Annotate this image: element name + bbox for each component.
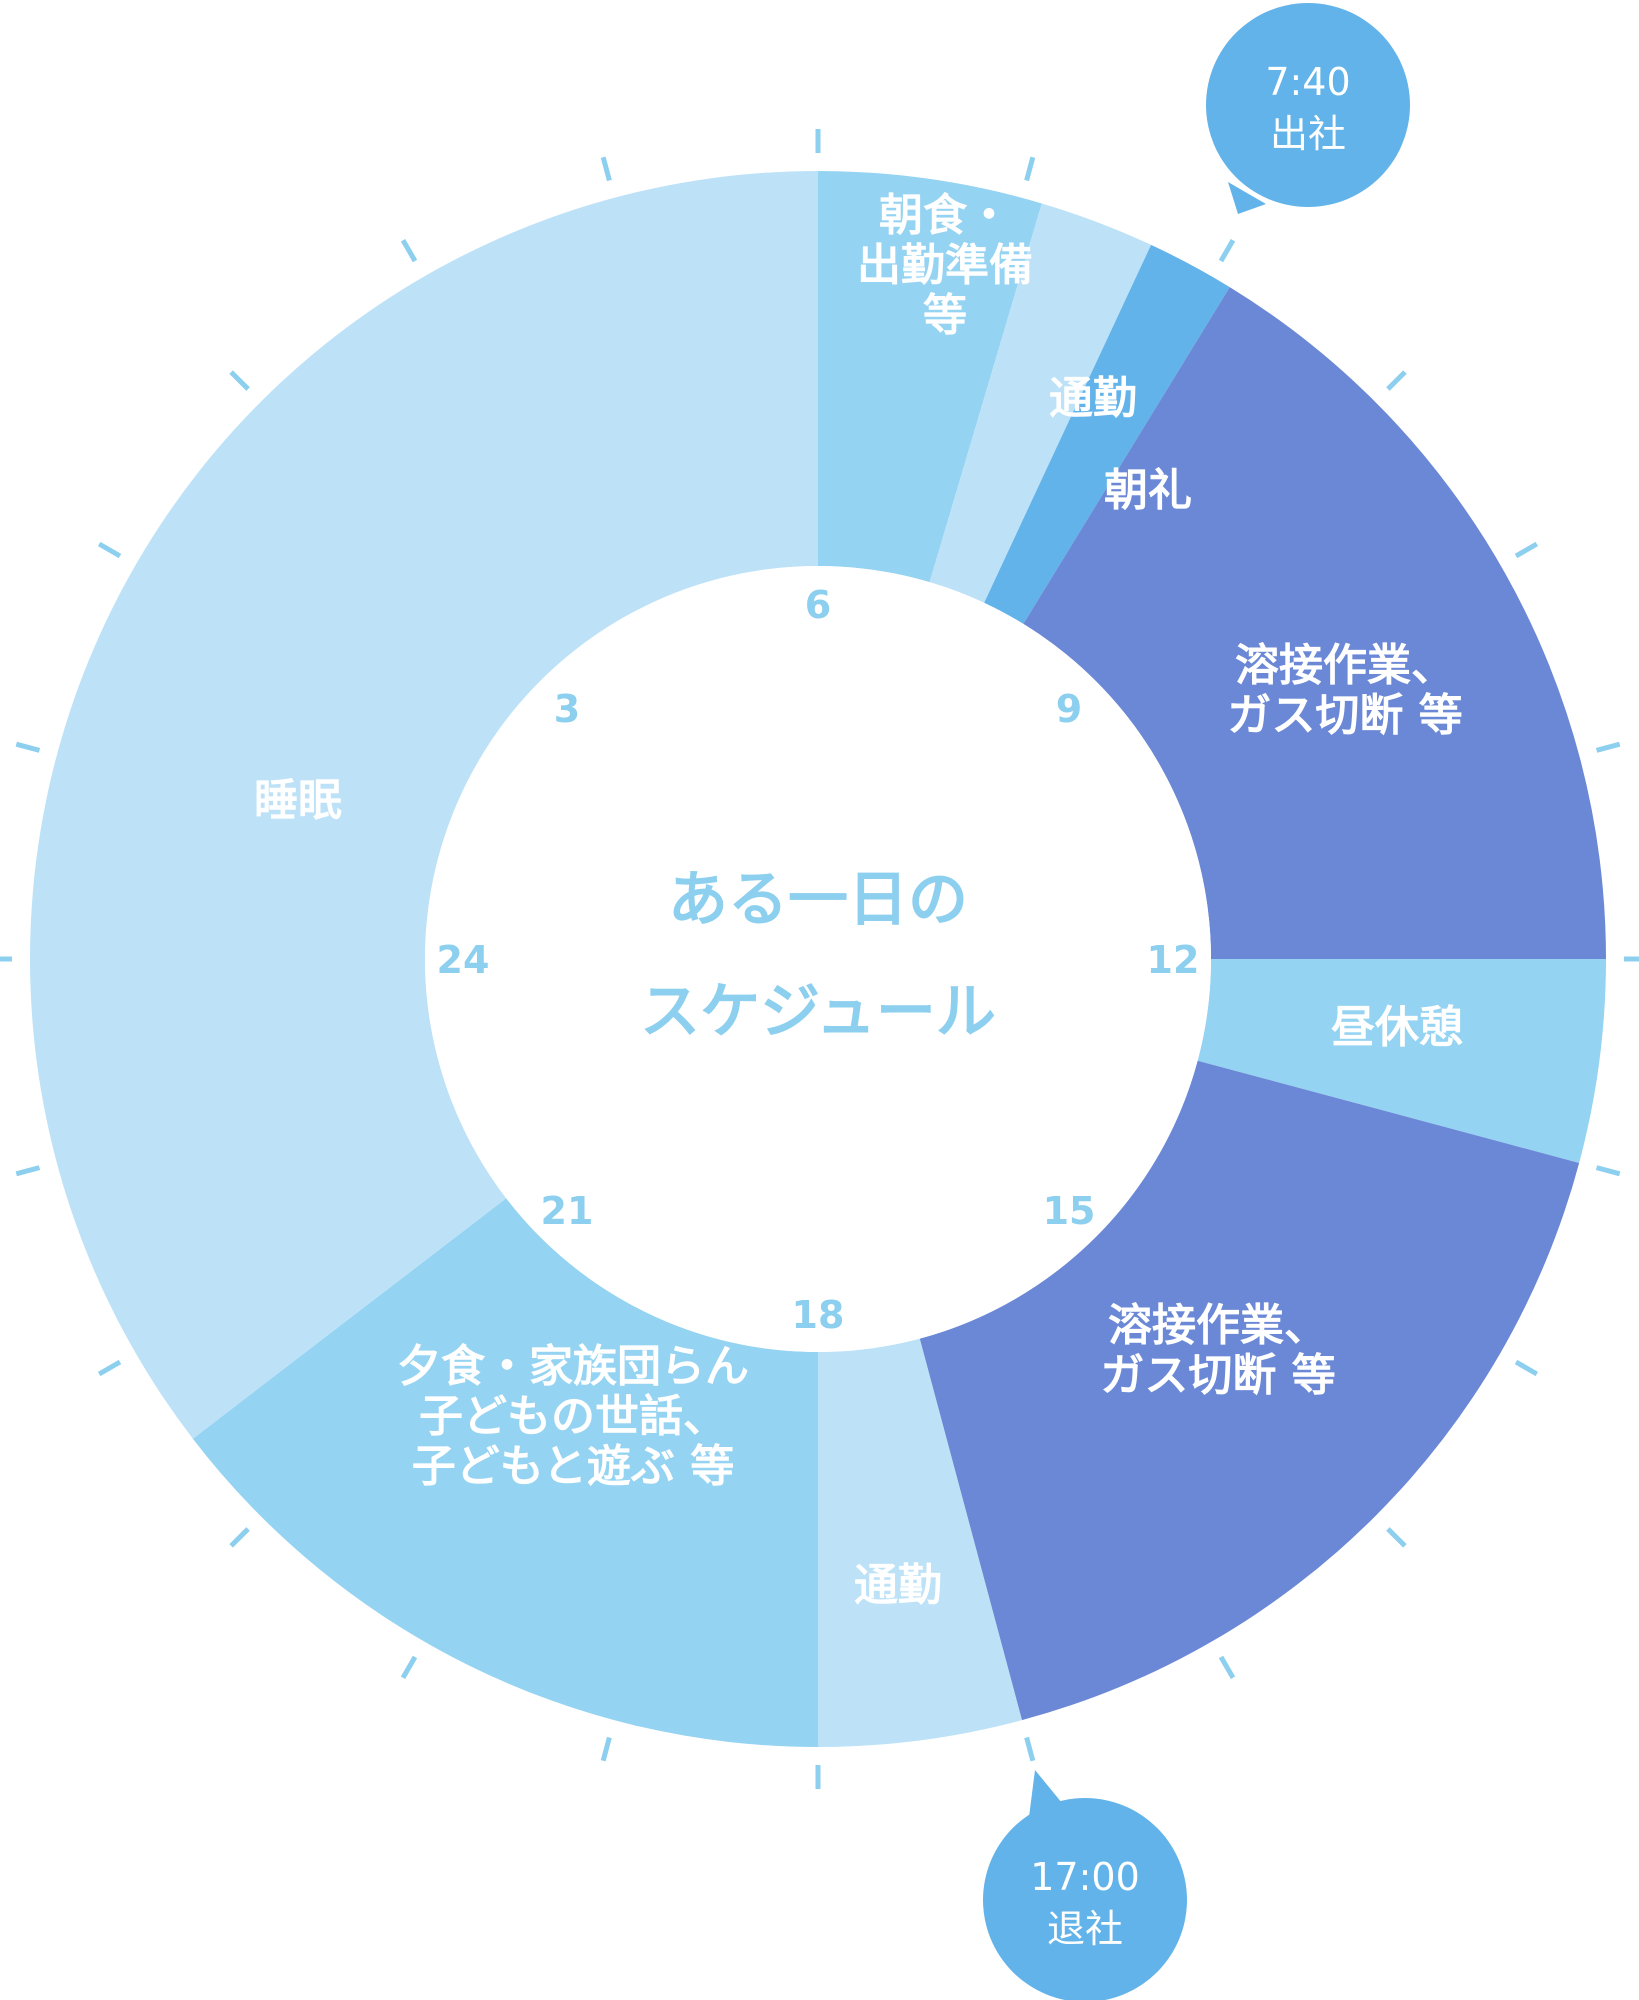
callout-bubble [983,1798,1187,2000]
label-morning-meeting: 朝礼 [1104,465,1192,516]
hour-tick [97,1359,122,1377]
label-line: 出勤準備 [857,240,1033,291]
callout-label: 退社 [1047,1907,1123,1951]
label-line: 朝礼 [1104,465,1192,516]
label-line: 通勤 [854,1560,942,1611]
label-line: 通勤 [1049,373,1137,424]
hour-tick [1024,1736,1036,1762]
ticks-layer [0,129,1639,1789]
hour-tick [1595,741,1621,753]
title-line-2: スケジュール [640,977,996,1047]
segment-work-am [1023,287,1606,960]
label-lunch: 昼休憩 [1331,1002,1463,1053]
hour-label-18: 18 [792,1293,845,1337]
callout-time: 7:40 [1265,60,1350,104]
hour-tick [400,1655,418,1680]
callout-arrive: 7:40 出社 [1206,3,1410,214]
label-line: 昼休憩 [1331,1002,1463,1053]
label-line: 溶接作業、 [1235,640,1455,691]
callouts: 7:40 出社 17:00 退社 [983,3,1410,2000]
hour-tick [229,1527,250,1548]
callout-leave: 17:00 退社 [983,1770,1187,2000]
hour-tick [600,156,612,182]
callout-bubble [1206,3,1410,207]
title-line-1: ある一日の [668,865,968,935]
segment-breakfast [818,171,1042,583]
label-line: 夕食・家族団らん [397,1341,749,1392]
segment-work-pm [919,1060,1580,1721]
segment-commute-pm [818,1338,1022,1747]
hour-tick [600,1736,612,1762]
segment-morning-meeting [984,244,1230,624]
hour-tick [1218,1655,1236,1680]
label-work-am: 溶接作業、ガス切断 等 [1227,640,1462,741]
hour-tick [15,741,41,753]
hour-tick [97,541,122,559]
hour-label-9: 9 [1056,687,1082,731]
hour-label-12: 12 [1147,938,1200,982]
label-work-pm: 溶接作業、ガス切断 等 [1100,1300,1335,1401]
hour-tick [1386,370,1407,391]
hour-tick [1218,238,1236,263]
label-line: 溶接作業、 [1108,1300,1328,1351]
label-line: 等 [923,290,967,341]
segments-layer [30,171,1606,1747]
callout-time: 17:00 [1030,1855,1140,1899]
hour-tick [1595,1165,1621,1177]
hour-label-24: 24 [437,938,490,982]
label-line: ガス切断 等 [1227,690,1462,741]
segment-commute-am [929,203,1152,603]
hour-tick [15,1165,41,1177]
segment-lunch [1197,959,1606,1163]
label-line: 子どもと遊ぶ 等 [412,1441,734,1492]
label-commute-pm: 通勤 [854,1560,942,1611]
hour-tick [400,238,418,263]
label-commute-am: 通勤 [1049,373,1137,424]
label-sleep: 睡眠 [254,775,342,826]
hour-tick [1024,156,1036,182]
hour-label-3: 3 [554,687,580,731]
label-line: ガス切断 等 [1100,1350,1335,1401]
label-line: 睡眠 [254,775,342,826]
hour-tick [1386,1527,1407,1548]
hour-label-15: 15 [1043,1189,1096,1233]
inner-circle [425,566,1211,1352]
hour-label-6: 6 [805,583,831,627]
center-title: ある一日の スケジュール [640,865,996,1047]
hour-tick [229,370,250,391]
label-line: 朝食・ [879,190,1011,241]
hour-tick [1514,541,1539,559]
segment-sleep [30,171,819,1439]
callout-tail [1228,182,1266,214]
segment-dinner-family [192,1198,818,1747]
hour-label-21: 21 [541,1189,594,1233]
hour-labels: 24 3 6 9 12 15 18 21 [437,583,1200,1337]
callout-label: 出社 [1270,112,1346,156]
hour-tick [1514,1359,1539,1377]
label-line: 子どもの世話、 [419,1391,727,1442]
